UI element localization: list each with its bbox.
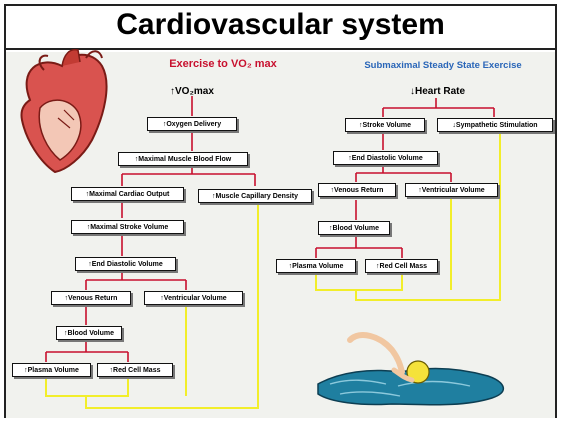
sympathetic-stimulation-box: ↓Sympathetic Stimulation (437, 118, 553, 132)
red-cell-mass-right-box: ↑Red Cell Mass (365, 259, 438, 273)
heart-illustration-icon (21, 50, 106, 172)
swimmer-illustration-icon (318, 335, 503, 405)
plasma-volume-right-box: ↑Plasma Volume (276, 259, 356, 273)
muscle-capillary-density-box: ↑Muscle Capillary Density (198, 189, 312, 203)
right-goal: ↓Heart Rate (410, 86, 465, 97)
blood-volume-left-box: ↑Blood Volume (56, 326, 122, 340)
plasma-volume-left-box: ↑Plasma Volume (12, 363, 91, 377)
max-stroke-volume-box: ↑Maximal Stroke Volume (71, 220, 184, 234)
venous-return-right-box: ↑Venous Return (318, 183, 396, 197)
ventricular-volume-left-box: ↑Ventricular Volume (144, 291, 243, 305)
end-diastolic-volume-right-box: ↑End Diastolic Volume (333, 151, 438, 165)
end-diastolic-volume-left-box: ↑End Diastolic Volume (75, 257, 176, 271)
blood-volume-right-box: ↑Blood Volume (318, 221, 390, 235)
left-heading: Exercise to VO₂ max (118, 58, 328, 70)
oxygen-delivery-box: ↑Oxygen Delivery (147, 117, 237, 131)
red-cell-mass-left-box: ↑Red Cell Mass (97, 363, 173, 377)
max-muscle-blood-flow-box: ↑Maximal Muscle Blood Flow (118, 152, 248, 166)
ventricular-volume-right-box: ↑Ventricular Volume (405, 183, 498, 197)
stroke-volume-box: ↑Stroke Volume (345, 118, 425, 132)
right-heading: Submaximal Steady State Exercise (330, 60, 556, 71)
max-cardiac-output-box: ↑Maximal Cardiac Output (71, 187, 184, 201)
left-goal: ↑VO₂max (170, 86, 214, 97)
venous-return-left-box: ↑Venous Return (51, 291, 131, 305)
